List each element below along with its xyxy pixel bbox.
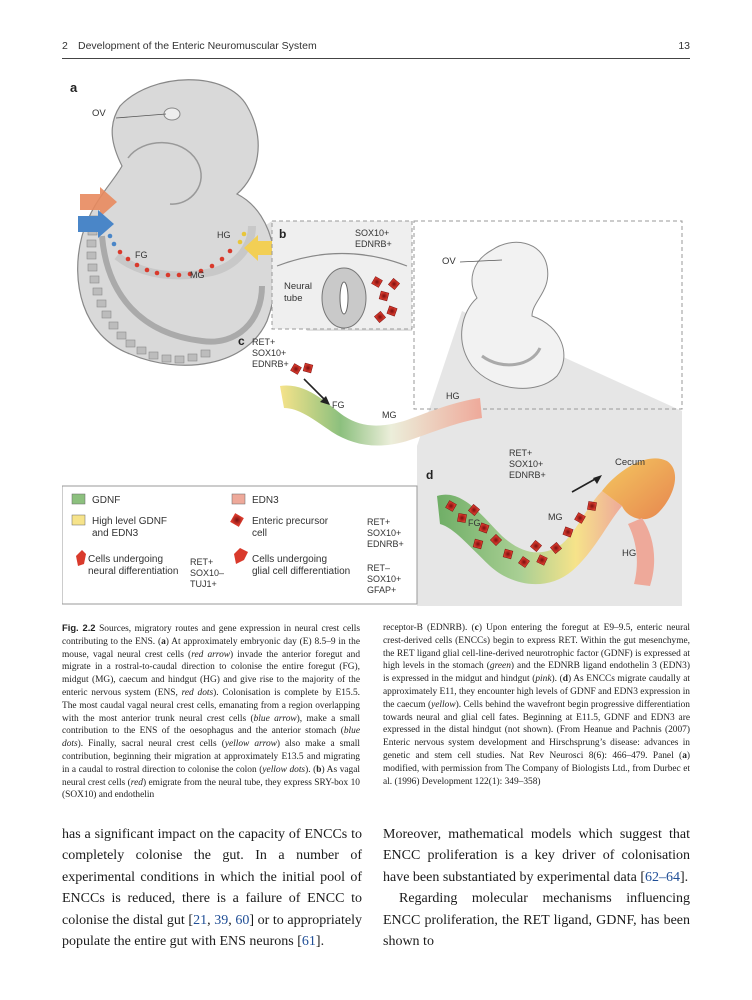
citation-39[interactable]: 39: [214, 913, 228, 928]
legend-glial2: glial cell differentiation: [252, 566, 350, 577]
b-sox10: SOX10+: [355, 228, 389, 238]
legend-gdnf-swatch: [72, 494, 85, 504]
legend-gfap-c: GFAP+: [367, 585, 396, 595]
caption-right: receptor-B (EDNRB). (c) Upon entering th…: [383, 622, 690, 788]
hg-label: HG: [217, 230, 231, 240]
legend-gdnf: GDNF: [92, 495, 120, 506]
legend-glial1: Cells undergoing: [252, 554, 327, 565]
legend-ret-a: RET+: [367, 517, 390, 527]
fg-label: FG: [135, 250, 148, 260]
panel-b-label: b: [279, 227, 286, 241]
legend-sox-a: SOX10+: [367, 528, 401, 538]
caption-left: Fig. 2.2 Sources, migratory routes and g…: [62, 622, 360, 802]
body-text-right: Moreover, mathematical models which sugg…: [383, 824, 690, 952]
c-hg: HG: [446, 391, 460, 401]
c-ednrb: EDNRB+: [252, 359, 289, 369]
c-fg: FG: [332, 400, 345, 410]
legend-neural2: neural differentiation: [88, 566, 178, 577]
caption-fig-label: Fig. 2.2: [62, 622, 96, 633]
paragraph-regarding: Regarding molecular mechanisms influenci…: [383, 888, 690, 952]
legend-high-swatch: [72, 515, 85, 525]
embryo-drawing: [78, 80, 276, 365]
citation-61[interactable]: 61: [302, 934, 316, 949]
legend-edn3-swatch: [232, 494, 245, 504]
c-sox10: SOX10+: [252, 348, 286, 358]
d-fg: FG: [468, 518, 481, 528]
d-cecum: Cecum: [615, 457, 645, 468]
legend-high2: and EDN3: [92, 528, 139, 539]
legend-enteric1: Enteric precursor: [252, 516, 329, 527]
legend-ret-b: RET+: [190, 557, 213, 567]
ov-label: OV: [92, 108, 106, 119]
d-sox10: SOX10+: [509, 459, 543, 469]
legend-tuj-b: TUJ1+: [190, 579, 217, 589]
panel-b: [272, 221, 412, 329]
running-header: 2 Development of the Enteric Neuromuscul…: [62, 40, 690, 58]
d-hg: HG: [622, 548, 636, 559]
legend-sox-c: SOX10+: [367, 574, 401, 584]
header-rule: [62, 58, 690, 59]
legend-ret-c: RET–: [367, 563, 390, 573]
b-neural: Neural: [284, 281, 312, 292]
mg-label: MG: [190, 270, 205, 280]
legend-sox-b: SOX10–: [190, 568, 224, 578]
figure-2-2: a OV FG MG HG: [62, 66, 690, 614]
chapter-title: Development of the Enteric Neuromuscular…: [78, 40, 317, 52]
d-mg: MG: [548, 512, 563, 522]
b-tube: tube: [284, 293, 303, 304]
b-ednrb: EDNRB+: [355, 239, 392, 249]
ov2-label: OV: [442, 256, 456, 267]
page-number: 13: [678, 40, 690, 52]
legend-neural1: Cells undergoing: [88, 554, 163, 565]
citation-21[interactable]: 21: [193, 913, 207, 928]
c-mg: MG: [382, 410, 397, 420]
legend-edn3: EDN3: [252, 495, 279, 506]
d-ednrb: EDNRB+: [509, 470, 546, 480]
chapter-number: 2: [62, 40, 68, 52]
panel-d-label: d: [426, 468, 433, 482]
citation-60[interactable]: 60: [235, 913, 249, 928]
d-ret: RET+: [509, 448, 532, 458]
legend-ednrb-a: EDNRB+: [367, 539, 404, 549]
panel-c-label: c: [238, 334, 245, 348]
legend-high1: High level GDNF: [92, 516, 167, 527]
body-text-left: has a significant impact on the capacity…: [62, 824, 362, 952]
citation-62-64[interactable]: 62–64: [645, 870, 680, 885]
legend-enteric2: cell: [252, 528, 267, 539]
panel-a-label: a: [70, 80, 78, 95]
c-ret: RET+: [252, 337, 275, 347]
